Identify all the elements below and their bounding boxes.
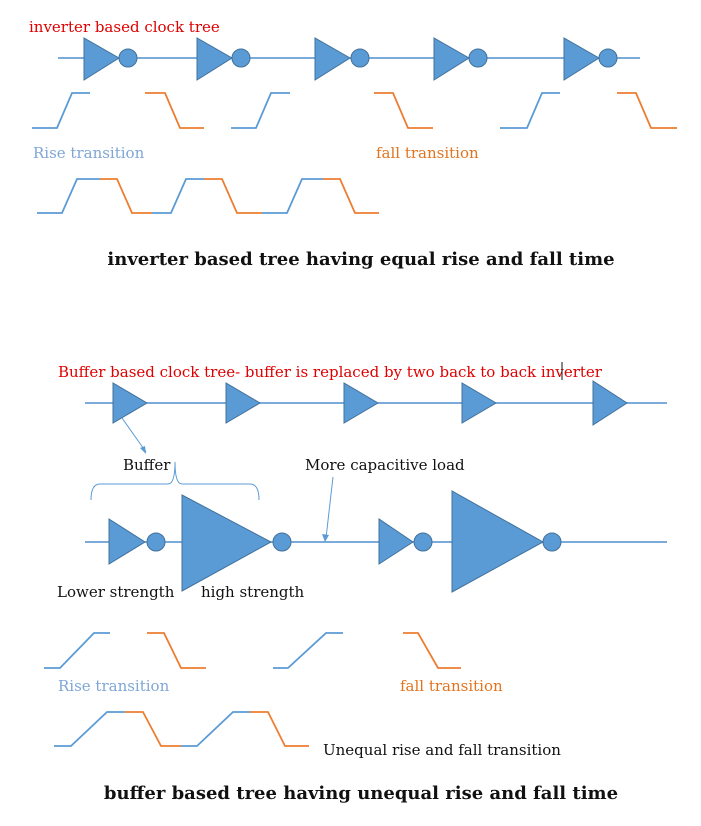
- inverter-gate-3: [314, 37, 370, 81]
- inverter-triangle: [433, 37, 470, 81]
- buffer-gate-2: [225, 382, 261, 424]
- inverter-triangle: [563, 37, 600, 81]
- rise-transition-label-2: Rise transition: [58, 677, 170, 695]
- inverter-gate-2: [196, 37, 251, 81]
- arrow-head: [140, 446, 146, 454]
- inverter-bubble: [413, 532, 433, 552]
- buffer-tree-caption: buffer based tree having unequal rise an…: [104, 783, 618, 804]
- small-inverter-2: [378, 518, 433, 565]
- unequal-transition-label: Unequal rise and fall transition: [323, 741, 561, 759]
- buffer-gate-4: [461, 382, 497, 424]
- clock-wave-fall: [250, 711, 309, 747]
- fall-transition-wave-3: [617, 92, 677, 129]
- capacitive-load-label: More capacitive load: [305, 456, 465, 474]
- inverter-triangle: [378, 518, 414, 565]
- slow-rise-wave-2: [273, 632, 343, 669]
- buffer-gate-1: [112, 382, 148, 424]
- large-inverter-2: [451, 490, 562, 593]
- inverter-triangle: [314, 37, 351, 81]
- clock-wave-rise: [262, 178, 323, 214]
- large-inverter-1: [181, 494, 292, 592]
- fast-fall-wave-2: [403, 632, 461, 669]
- buffer-pointer-arrow: [121, 417, 147, 453]
- inverter-triangle: [196, 37, 233, 81]
- buffer-chain: [112, 380, 628, 426]
- inverter-bubble: [468, 48, 488, 68]
- rise-transition-wave-3: [500, 92, 560, 129]
- fast-fall-wave-1: [147, 632, 206, 669]
- buffer-label: Buffer: [123, 456, 171, 474]
- inverter-gate-1: [83, 37, 138, 81]
- inverter-bubble: [272, 532, 292, 552]
- inverter-gate-5: [563, 37, 618, 81]
- inverter-chain: [83, 37, 618, 81]
- inverter-gate-4: [433, 37, 488, 81]
- inverter-triangle: [181, 494, 273, 592]
- clock-wave-fall: [100, 178, 152, 214]
- clock-wave-rise: [181, 711, 250, 747]
- clock-wave-fall: [125, 711, 181, 747]
- fall-transition-wave-1: [145, 92, 204, 129]
- inverter-bubble: [542, 532, 562, 552]
- clock-wave-rise: [54, 711, 125, 747]
- inverter-bubble: [598, 48, 618, 68]
- fall-transition-label: fall transition: [376, 144, 479, 162]
- clock-wave-fall: [323, 178, 379, 214]
- unequal-clock-waveform: [54, 711, 309, 747]
- rise-transition-wave-1: [32, 92, 90, 129]
- small-inverter-1: [108, 518, 166, 565]
- inverter-bubble: [118, 48, 138, 68]
- inverter-bubble: [350, 48, 370, 68]
- fall-transition-wave-2: [374, 92, 433, 129]
- clock-wave-fall: [204, 178, 262, 214]
- rise-transition-wave-2: [231, 92, 290, 129]
- load-pointer-arrow: [325, 476, 334, 539]
- inverter-triangle: [83, 37, 120, 81]
- fall-transition-label-2: fall transition: [400, 677, 503, 695]
- equal-clock-waveform: [37, 178, 379, 214]
- clock-wave-rise: [37, 178, 100, 214]
- buffer-gate-3: [343, 382, 379, 424]
- arrow-head: [322, 534, 329, 542]
- inverter-tree-title: inverter based clock tree: [29, 18, 220, 36]
- inverter-triangle: [108, 518, 146, 565]
- inverter-bubble: [146, 532, 166, 552]
- high-strength-label: high strength: [201, 583, 305, 601]
- buffer-gate-5: [592, 380, 628, 426]
- inverter-bubble: [231, 48, 251, 68]
- inverter-triangle: [451, 490, 545, 593]
- inverter-tree-caption: inverter based tree having equal rise an…: [107, 249, 614, 270]
- slow-rise-wave-1: [44, 632, 110, 669]
- clock-wave-rise: [152, 178, 204, 214]
- rise-transition-label: Rise transition: [33, 144, 145, 162]
- buffer-brace: [90, 461, 260, 501]
- lower-strength-label: Lower strength: [57, 583, 175, 601]
- detailed-chain: [108, 490, 562, 593]
- buffer-tree-title: Buffer based clock tree- buffer is repla…: [58, 363, 603, 381]
